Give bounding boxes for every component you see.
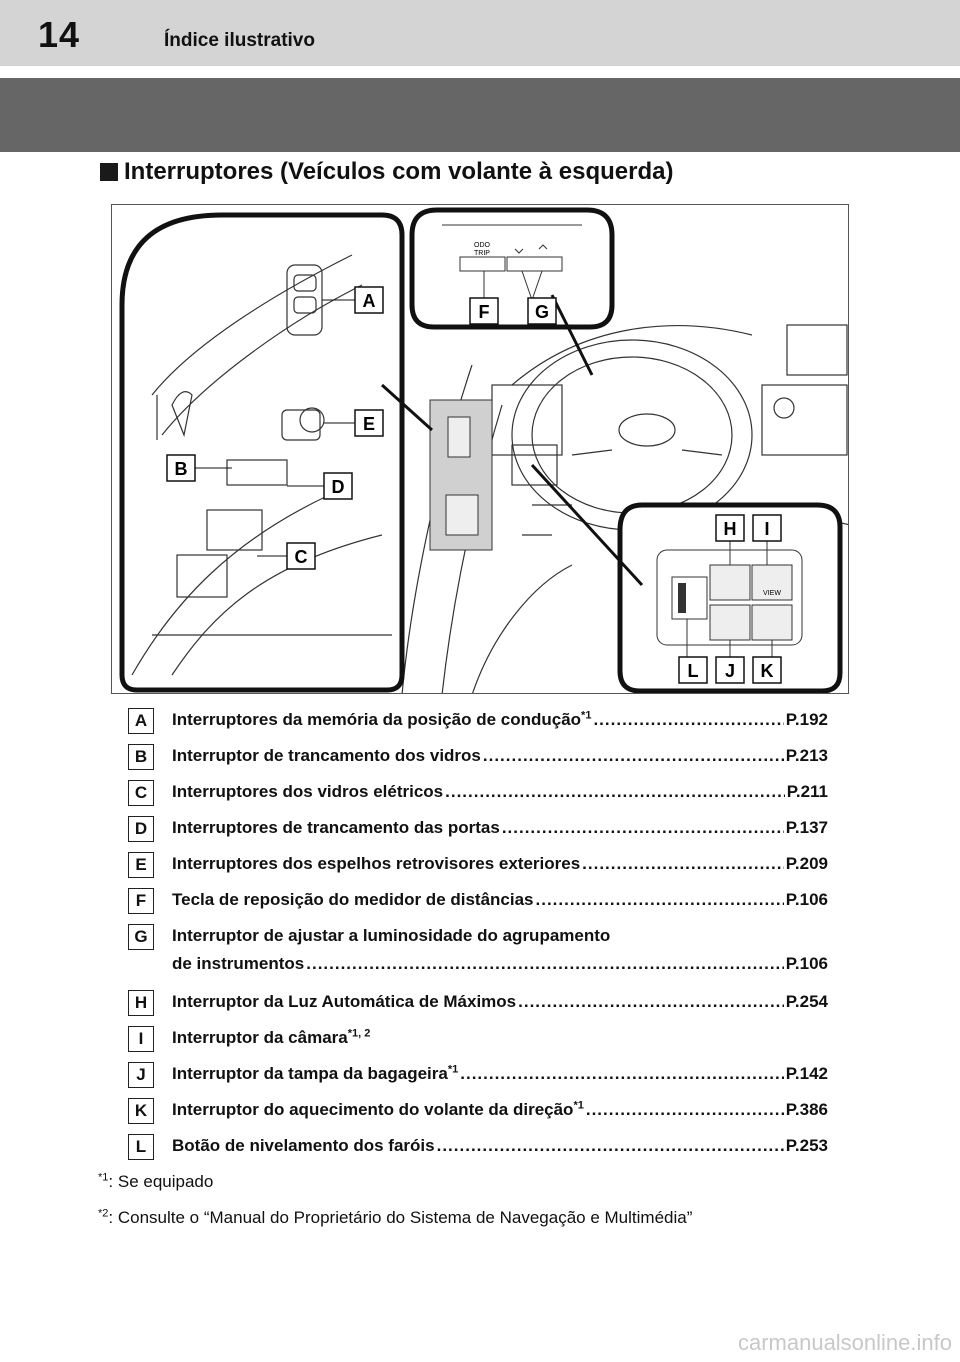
page-ref: P.209 [785,854,828,873]
page-ref: P.192 [785,710,828,729]
legend-item-l: L Botão de nivelamento dos faróis P.253 [128,1132,828,1162]
legend-text-continued: de instrumentos [172,954,305,973]
legend-text: Tecla de reposição do medidor de distânc… [172,890,534,909]
illustration: ODO TRIP VIEW A B [111,204,849,694]
legend-badge: F [128,888,154,914]
svg-text:J: J [725,661,735,681]
page-ref: P.254 [785,992,828,1011]
page-ref: P.211 [786,782,828,801]
page-ref: P.386 [785,1100,828,1119]
legend-text: Interruptor de ajustar a luminosidade do… [172,926,611,945]
legend-item-a: A Interruptores da memória da posição de… [128,706,828,736]
legend-item-e: E Interruptores dos espelhos retrovisore… [128,850,828,880]
svg-text:L: L [688,661,699,681]
legend-badge: K [128,1098,154,1124]
legend-badge: A [128,708,154,734]
legend-badge: H [128,990,154,1016]
legend-text: Interruptores da memória da posição de c… [172,710,582,729]
legend-text: Interruptores dos espelhos retrovisores … [172,854,581,873]
callout-k: K [752,656,782,684]
callout-e: E [324,409,384,437]
svg-text:B: B [175,459,188,479]
svg-text:D: D [332,477,345,497]
legend-text: Botão de nivelamento dos faróis [172,1136,435,1155]
legend-item-k: K Interruptor do aquecimento do volante … [128,1096,828,1126]
watermark: carmanualsonline.info [737,1330,952,1355]
legend-badge: E [128,852,154,878]
svg-text:F: F [479,302,490,322]
callout-a: A [322,286,384,314]
callout-h: H [715,514,745,542]
callout-f: F [469,297,499,325]
legend-text: Interruptor do aquecimento do volante da… [172,1100,574,1119]
legend-text: Interruptor de trancamento dos vidros [172,746,481,765]
legend-badge: J [128,1062,154,1088]
page-ref: P.106 [785,954,828,973]
legend-sup: *1 [573,1099,584,1112]
svg-text:K: K [761,661,774,681]
legend-badge: G [128,924,154,950]
legend-item-i: I Interruptor da câmara*1, 2 [128,1024,828,1054]
page-ref: P.106 [785,890,828,909]
svg-text:H: H [724,519,737,539]
legend-item-f: F Tecla de reposição do medidor de distâ… [128,886,828,916]
legend-sup: *1 [447,1063,459,1076]
page-ref: P.253 [785,1136,828,1155]
dark-banner [0,78,960,152]
header-bar: 14 Índice ilustrativo [0,0,960,66]
square-bullet-icon [100,163,118,181]
legend-badge: I [128,1026,154,1052]
odo-label-bottom: TRIP [474,250,490,257]
svg-text:E: E [363,414,375,434]
svg-text:A: A [363,291,376,311]
svg-text:C: C [295,547,308,567]
page-title: Interruptores (Veículos com volante à es… [100,158,674,186]
odo-label-top: ODO [474,242,491,249]
callout-l: L [678,656,708,684]
legend-item-b: B Interruptor de trancamento dos vidros P… [128,742,828,772]
legend-badge: D [128,816,154,842]
legend-item-g: G Interruptor de ajustar a luminosidade … [128,922,828,982]
legend-text: Interruptores dos vidros elétricos [172,782,444,801]
page-ref: P.137 [785,818,828,837]
legend-text: Interruptor da Luz Automática de Máximos [172,992,517,1011]
callout-g: G [527,297,557,325]
legend-sup: *1 [581,709,592,722]
legend-badge: B [128,744,154,770]
svg-text:I: I [764,519,769,539]
callout-i: I [752,514,782,542]
dashboard-diagram: ODO TRIP VIEW A B [119,207,848,693]
legend-text: Interruptor da câmara [172,1028,348,1047]
page-title-text: Interruptores (Veículos com volante à es… [124,158,674,185]
page-ref: P.213 [785,746,828,765]
callout-c: C [257,542,316,570]
legend-text: Interruptores de trancamento das portas [172,818,500,837]
footnote-1: *1: Se equipado [98,1171,214,1191]
page-ref: P.142 [785,1064,828,1083]
callout-j: J [715,656,745,684]
callout-d: D [287,472,353,500]
legend-badge: C [128,780,154,806]
page-number: 14 [38,14,81,55]
legend-item-h: H Interruptor da Luz Automática de Máxim… [128,988,828,1018]
footnote-2: *2: Consulte o “Manual do Proprietário d… [98,1207,693,1227]
view-label: VIEW [763,590,781,597]
legend-item-d: D Interruptores de trancamento das porta… [128,814,828,844]
legend-badge: L [128,1134,154,1160]
callout-b: B [166,454,232,482]
section-title: Índice ilustrativo [164,30,315,51]
svg-text:G: G [535,302,549,322]
legend-item-c: C Interruptores dos vidros elétricos P.21… [128,778,828,808]
legend-item-j: J Interruptor da tampa da bagageira*1 P.1… [128,1060,828,1090]
legend-text: Interruptor da tampa da bagageira [172,1064,448,1083]
legend-sup: *1, 2 [347,1027,371,1040]
